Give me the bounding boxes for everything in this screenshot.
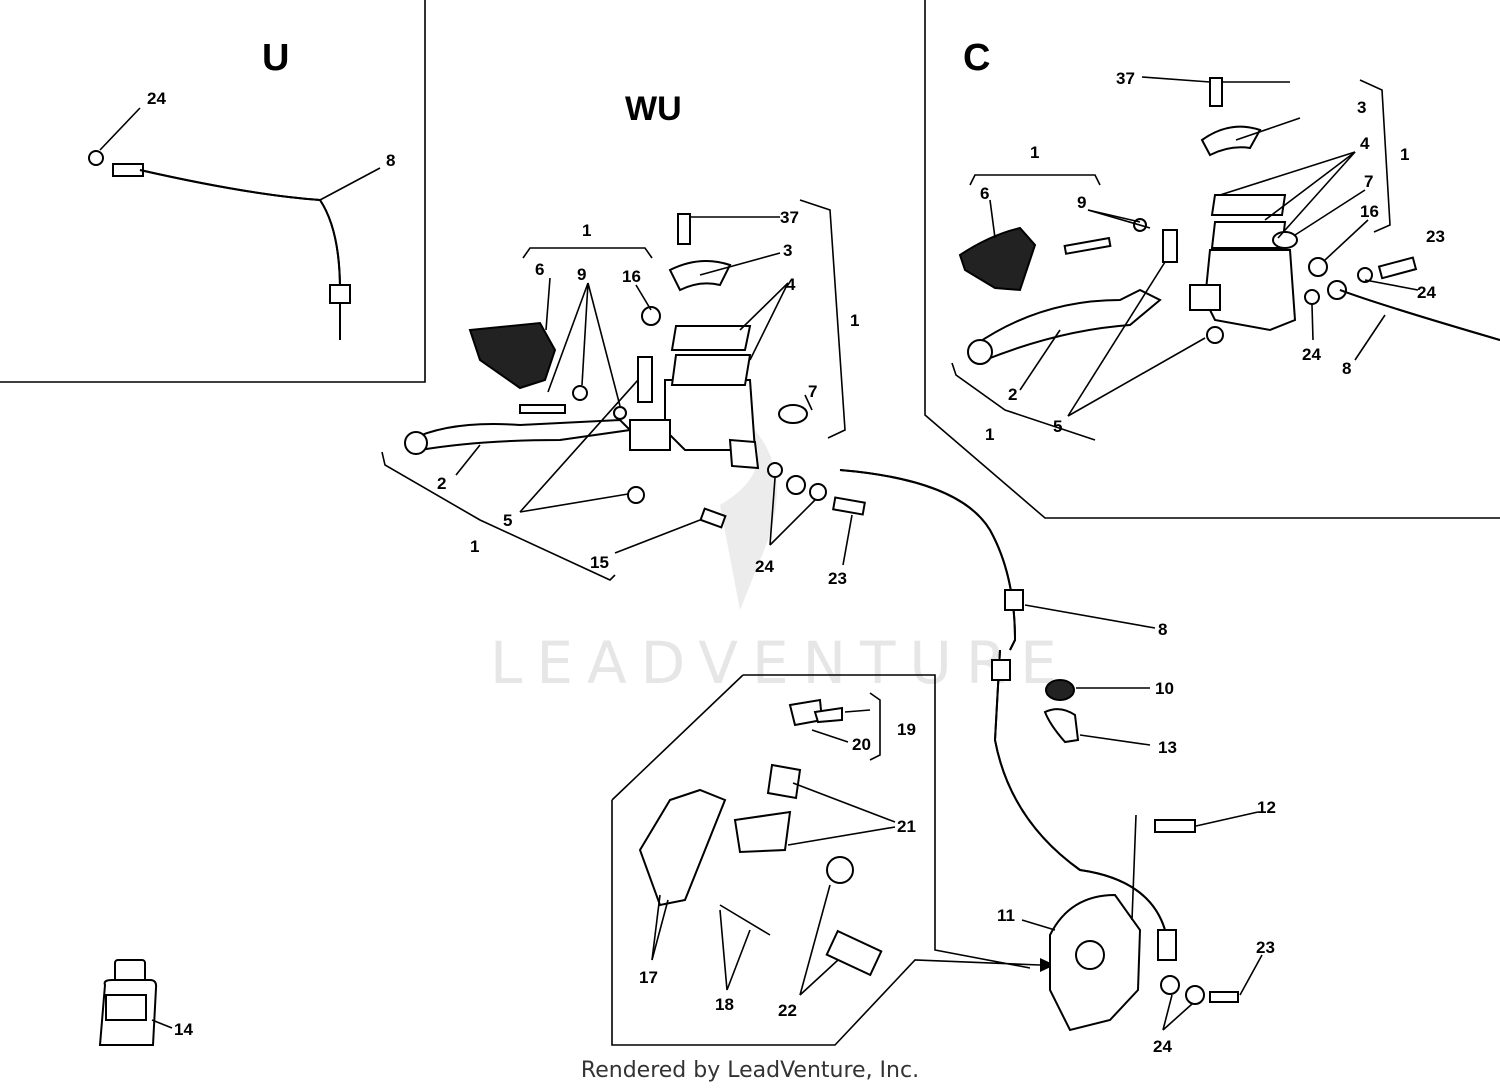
wu-master-cylinder-assembly [381,199,866,581]
callout-wu-4: 4 [786,275,796,294]
panel-title-wu: WU [625,90,682,128]
callout-c-1-bottom: 1 [985,425,994,444]
callout-c-3: 3 [1357,98,1366,117]
panel-title-c: C [963,37,990,79]
callout-wu-1-bottom: 1 [470,537,479,556]
callout-wu-6: 6 [535,260,544,279]
c-master-cylinder-assembly [951,76,1500,441]
callout-20: 20 [852,735,871,754]
callout-22: 22 [778,1001,797,1020]
callout-c-1-top: 1 [1030,143,1039,162]
callout-wu-37: 37 [780,208,799,227]
callout-13: 13 [1158,738,1177,757]
brake-caliper [1021,811,1263,1032]
callout-12: 12 [1257,798,1276,817]
callout-10: 10 [1155,679,1174,698]
panel-u-border [0,0,426,383]
caliper-detail-border [611,674,1041,1046]
caliper-detail-parts [638,692,896,996]
callout-18: 18 [715,995,734,1014]
callout-14: 14 [174,1020,193,1039]
panel-title-u: U [262,37,289,79]
callout-c-16: 16 [1360,202,1379,221]
callout-c-7: 7 [1364,172,1373,191]
callout-c-24-right: 24 [1417,283,1436,302]
callout-c-1-right: 1 [1400,145,1409,164]
callout-c-23: 23 [1426,227,1445,246]
callout-11: 11 [997,906,1015,925]
callout-wu-1-top: 1 [582,221,591,240]
callout-u-24: 24 [147,89,166,108]
callout-u-8: 8 [386,151,395,170]
callout-c-5: 5 [1053,417,1062,436]
callout-hose-8: 8 [1158,620,1167,639]
callout-wu-3: 3 [783,241,792,260]
callout-wu-16: 16 [622,267,641,286]
brake-fluid-bottle [98,959,173,1046]
watermark-text: LEADVENTURE [490,629,1071,697]
callout-wu-2: 2 [437,474,446,493]
callout-wu-24: 24 [755,557,774,576]
callout-c-2: 2 [1008,385,1017,404]
callout-c-24-low: 24 [1302,345,1321,364]
callout-wu-15: 15 [590,553,609,572]
callout-c-9: 9 [1077,193,1086,212]
callout-24: 24 [1153,1037,1172,1056]
watermark: LEADVENTURE [490,420,1071,697]
callout-c-4: 4 [1360,134,1370,153]
detail-arrow-icon [1040,958,1055,972]
callout-wu-5: 5 [503,511,512,530]
callout-c-8: 8 [1342,359,1351,378]
footer-credit: Rendered by LeadVenture, Inc. [580,1058,920,1083]
grommet-and-clamp [1043,679,1151,746]
brake-hose [839,469,1166,931]
callout-wu-7: 7 [808,382,817,401]
callout-17: 17 [639,968,658,987]
callout-wu-23: 23 [828,569,847,588]
callout-c-37: 37 [1116,69,1135,88]
callout-c-6: 6 [980,184,989,203]
callout-21: 21 [897,817,916,836]
panel-u-hose [88,107,381,340]
callout-wu-9: 9 [577,265,586,284]
callout-19: 19 [897,720,916,739]
panel-c-border [924,0,1500,519]
callout-23: 23 [1256,938,1275,957]
callout-wu-1-right: 1 [850,311,859,330]
